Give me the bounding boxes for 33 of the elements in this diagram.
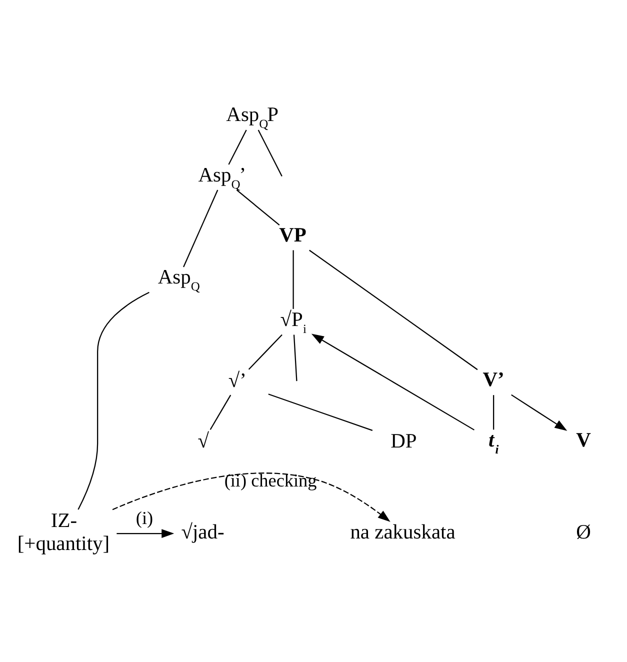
connector xyxy=(258,130,282,176)
node-text: DP xyxy=(390,430,417,453)
connector xyxy=(236,190,280,226)
arrow xyxy=(311,334,475,430)
connector xyxy=(309,250,478,370)
node-text: Asp$_{Q}$P xyxy=(226,104,279,131)
edge-label: (ii) checking xyxy=(224,470,317,491)
node-text: VP xyxy=(279,224,306,247)
node-text: V xyxy=(576,429,591,452)
connector xyxy=(493,395,494,430)
arrow xyxy=(116,529,174,538)
arrow xyxy=(112,472,390,522)
node-text: t$_{i}$ xyxy=(488,429,499,456)
arrow xyxy=(511,394,568,431)
node-text: √P$_{i}$ xyxy=(280,308,306,336)
node-text: Asp$_{Q}$’ xyxy=(198,164,246,192)
connector xyxy=(183,190,218,268)
node-text: √ xyxy=(198,430,209,453)
connector xyxy=(292,250,294,309)
connector xyxy=(210,394,232,430)
connector xyxy=(78,292,150,510)
node-text: √jad- xyxy=(181,522,224,544)
node-text: na zakuskata xyxy=(350,522,456,544)
connector xyxy=(228,130,247,165)
node-text: V’ xyxy=(482,369,504,392)
edge-label: (i) xyxy=(136,508,154,528)
node-text: Asp$_{Q}$ xyxy=(158,266,200,294)
connector xyxy=(293,334,298,382)
connector xyxy=(248,334,282,370)
connector xyxy=(268,394,373,431)
node-text: Ø xyxy=(576,522,591,544)
node-text: IZ- [+quantity] xyxy=(17,510,110,555)
node-text: √’ xyxy=(228,370,246,392)
